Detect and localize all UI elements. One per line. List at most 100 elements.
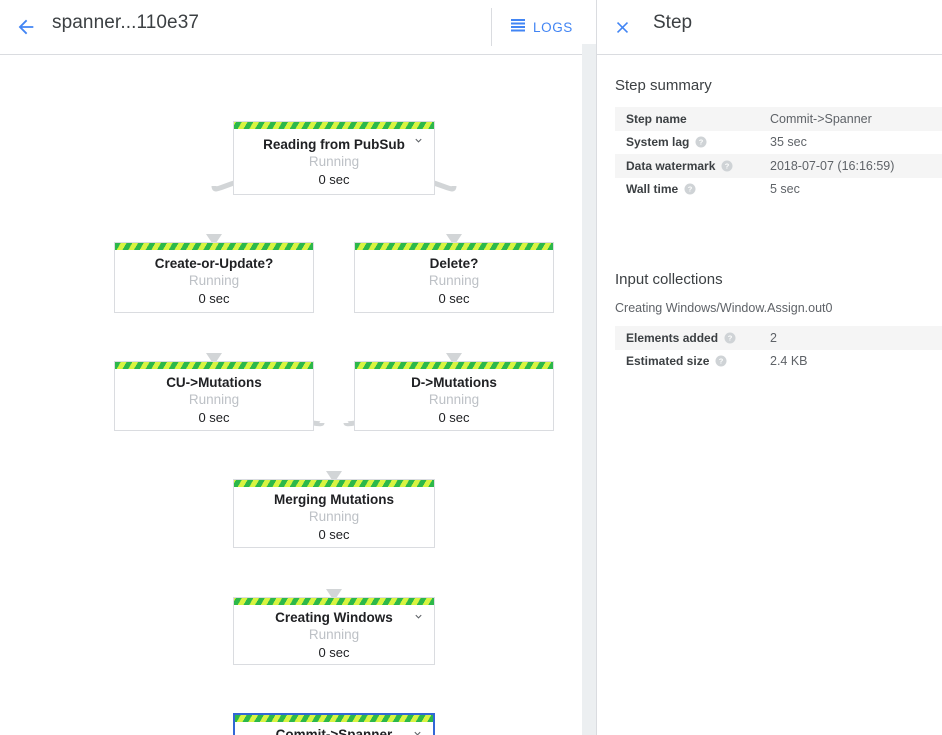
help-icon[interactable]: ? [721, 160, 733, 172]
collection-name: Creating Windows/Window.Assign.out0 [615, 301, 833, 315]
node-name: Creating Windows [275, 609, 393, 625]
node-body: Commit->SpannerPart running5 sec [235, 722, 433, 735]
node-elapsed-time: 0 sec [198, 409, 230, 425]
detail-row-key: Wall time? [615, 182, 770, 196]
graph-pane: spanner...110e37 LOGS [0, 0, 596, 735]
node-elapsed-time: 0 sec [318, 527, 350, 542]
chevron-down-icon[interactable] [411, 727, 424, 735]
detail-row-key: Estimated size? [615, 354, 770, 368]
node-status-stripe [115, 243, 313, 250]
node-status-stripe [355, 362, 553, 369]
help-icon[interactable]: ? [695, 136, 707, 148]
node-status-text: Running [188, 391, 240, 407]
detail-row-value: 2 [770, 330, 777, 345]
detail-row-key: System lag? [615, 135, 770, 149]
node-status-stripe [355, 243, 553, 250]
node-status-text: Running [308, 153, 360, 169]
node-elapsed-time: 0 sec [438, 291, 470, 306]
logs-list-icon [510, 17, 526, 38]
detail-key-label: Estimated size [626, 354, 710, 369]
detail-row: Estimated size?2.4 KB [615, 350, 942, 374]
detail-row-value: 35 sec [770, 135, 807, 150]
chevron-down-icon[interactable] [412, 134, 425, 147]
node-status-stripe [115, 362, 313, 369]
svg-text:?: ? [725, 161, 730, 170]
arrow-back-icon[interactable] [10, 11, 42, 43]
node-status-text: Running [188, 273, 240, 288]
details-title: Step [653, 12, 693, 33]
node-status-stripe [234, 122, 434, 129]
detail-row: Step name Commit->Spanner [615, 107, 942, 131]
detail-row-key: Step name [615, 112, 770, 126]
top-toolbar: spanner...110e37 LOGS [0, 0, 596, 55]
node-name: CU->Mutations [166, 374, 262, 390]
node-status-text: Running [428, 391, 480, 407]
detail-row-value: Commit->Spanner [770, 111, 872, 126]
graph-node-delete[interactable]: Delete? Running 0 sec [354, 242, 554, 313]
node-status-stripe [235, 715, 433, 722]
input-collections-heading: Input collections [615, 271, 723, 288]
svg-text:?: ? [728, 333, 733, 342]
logs-button[interactable]: LOGS [506, 13, 577, 41]
detail-row: System lag?35 sec [615, 131, 942, 155]
detail-row: Elements added?2 [615, 326, 942, 350]
toolbar-divider [491, 8, 492, 46]
graph-scrollbar-track[interactable] [582, 44, 596, 735]
detail-row: Data watermark?2018-07-07 (16:16:59) [615, 154, 942, 178]
chevron-down-icon[interactable] [412, 610, 425, 623]
node-status-stripe [234, 598, 434, 605]
node-name: Delete? [429, 256, 479, 271]
detail-row-value: 5 sec [770, 182, 800, 197]
node-name: Commit->Spanner [275, 727, 393, 735]
step-summary-heading: Step summary [615, 77, 712, 94]
help-icon[interactable]: ? [724, 332, 736, 344]
svg-text:?: ? [719, 357, 724, 366]
node-body: Create-or-Update? Running 0 sec [115, 250, 313, 312]
detail-key-label: System lag [626, 135, 690, 150]
node-status-text: Running [308, 626, 360, 642]
graph-node-commit-spanner[interactable]: Commit->SpannerPart running5 sec [233, 713, 435, 735]
node-name: Reading from PubSub [263, 136, 405, 152]
node-name: Create-or-Update? [154, 256, 274, 271]
node-elapsed-time: 0 sec [318, 171, 350, 187]
node-name: D->Mutations [411, 374, 497, 390]
detail-row-key: Elements added? [615, 331, 770, 345]
node-status-stripe [234, 480, 434, 487]
node-name: Merging Mutations [274, 492, 394, 507]
detail-row: Wall time?5 sec [615, 178, 942, 202]
graph-node-create-or-update[interactable]: Create-or-Update? Running 0 sec [114, 242, 314, 313]
node-body: Delete? Running 0 sec [355, 250, 553, 312]
detail-key-label: Wall time [626, 182, 679, 197]
svg-text:?: ? [688, 185, 693, 194]
node-elapsed-time: 0 sec [198, 291, 230, 306]
close-icon[interactable] [607, 12, 637, 42]
detail-row-key: Data watermark? [615, 159, 770, 173]
svg-text:?: ? [699, 138, 704, 147]
node-status-text: Running [428, 273, 480, 288]
detail-key-label: Step name [626, 111, 687, 126]
node-status-text: Running [308, 509, 360, 524]
help-icon[interactable]: ? [684, 183, 696, 195]
help-icon[interactable]: ? [715, 355, 727, 367]
node-elapsed-time: 0 sec [438, 409, 470, 425]
detail-row-value: 2018-07-07 (16:16:59) [770, 158, 895, 173]
detail-row-value: 2.4 KB [770, 354, 808, 369]
page-title: spanner...110e37 [52, 12, 200, 33]
pane-divider [596, 0, 597, 735]
